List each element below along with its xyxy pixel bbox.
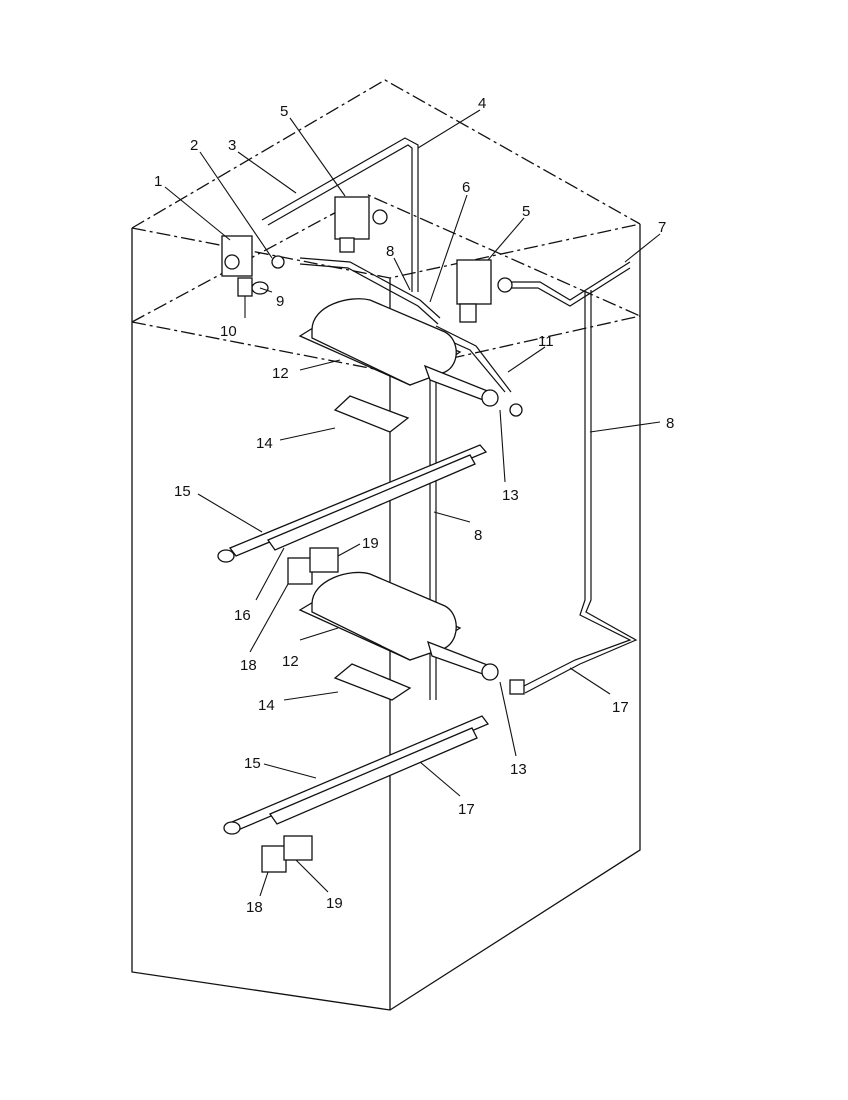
callout-15-upper: 16: [234, 607, 251, 624]
upper-burner-assembly: [217, 298, 523, 585]
callout-8-right: 8: [666, 415, 674, 432]
burner-tube-14-lower: [230, 715, 490, 831]
connector-10: [237, 277, 253, 297]
valve-5-left: [334, 196, 388, 253]
callout-19-lower: 19: [326, 895, 343, 912]
solenoid-1: [221, 235, 253, 277]
leader-lines: [164, 109, 661, 897]
callout-16: 17: [612, 699, 629, 716]
callout-4: 4: [478, 95, 486, 112]
callout-14-lower: 15: [244, 755, 261, 772]
callout-12-upper: 12: [272, 365, 289, 382]
callout-17-lower: 18: [246, 899, 263, 916]
callout-9: 9: [276, 293, 284, 310]
callout-8-middle: 8: [474, 527, 482, 544]
callout-5-right: 5: [522, 203, 530, 220]
callout-1: 1: [154, 173, 162, 190]
burner-15-lower: [269, 727, 478, 825]
connector-17-upper: [287, 557, 313, 585]
callout-18-upper: 14: [256, 435, 273, 452]
connector-17-lower: [261, 845, 287, 873]
upper-valves: [221, 196, 513, 323]
callout-10: 10: [220, 323, 237, 340]
callout-5-left: 5: [280, 103, 288, 120]
igniter-18-lower: [333, 663, 412, 701]
callout-12-lower: 12: [282, 653, 299, 670]
callout-19-upper: 19: [362, 535, 379, 552]
burner-15-upper: [267, 454, 476, 551]
lower-burner-assembly: [223, 571, 525, 873]
callout-3: 3: [228, 137, 236, 154]
orifice-13-upper: [481, 389, 499, 407]
fitting-2: [271, 255, 285, 269]
callout-6: 6: [462, 179, 470, 196]
callout-18-lower: 14: [258, 697, 275, 714]
callout-7: 7: [658, 219, 666, 236]
callout-2: 2: [190, 137, 198, 154]
valve-5-right: [456, 259, 513, 323]
burner-tube-14-upper: [228, 444, 488, 557]
orifice-13-lower: [481, 663, 499, 681]
callout-13-upper: 13: [502, 487, 519, 504]
callout-13-lower: 13: [510, 761, 527, 778]
block-19-upper: [309, 547, 339, 573]
block-19-lower: [283, 835, 313, 861]
igniter-18-upper: [333, 395, 410, 433]
callout-8-top: 8: [386, 243, 394, 260]
callout-11: 11: [538, 333, 554, 350]
callout-14-upper: 15: [174, 483, 191, 500]
callout-15-lower: 17: [458, 801, 475, 818]
callout-17-upper: 18: [240, 657, 257, 674]
callout-labels: 1 2 3 4 5 5 6 7 8 8 8 9 10 11 12 12 13 1…: [154, 95, 674, 916]
